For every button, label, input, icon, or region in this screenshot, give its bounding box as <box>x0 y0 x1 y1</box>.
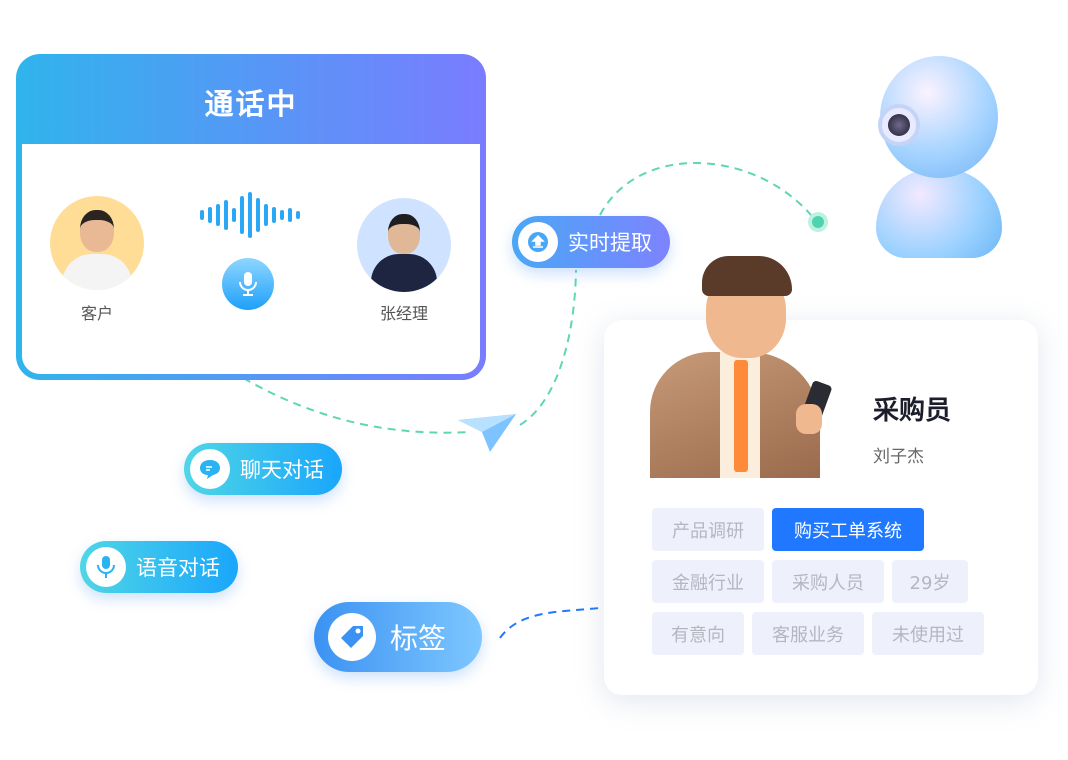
call-status-title: 通话中 <box>204 87 298 121</box>
robot-camera-illustration <box>872 56 1006 262</box>
buyer-character-illustration <box>650 256 850 478</box>
chat-dialogue-pill: 聊天对话 <box>184 443 342 495</box>
tag-chip: 采购人员 <box>772 560 884 603</box>
upload-icon <box>518 222 558 262</box>
microphone-icon <box>239 272 257 296</box>
profile-name: 刘子杰 <box>873 447 924 467</box>
profile-role: 采购员 <box>873 396 952 426</box>
tags-pill: 标签 <box>314 602 483 672</box>
realtime-extract-label: 实时提取 <box>568 231 652 255</box>
paper-plane-icon <box>458 414 516 452</box>
manager-label: 张经理 <box>379 304 428 323</box>
tag-chip: 29岁 <box>892 560 968 603</box>
chat-dialogue-label: 聊天对话 <box>240 458 324 482</box>
voice-dialogue-label: 语音对话 <box>136 556 220 580</box>
tag-chip: 客服业务 <box>752 612 864 655</box>
tag-chip: 金融行业 <box>652 560 764 603</box>
tags-label: 标签 <box>390 622 447 655</box>
tag-chip: 未使用过 <box>872 612 984 655</box>
realtime-extract-pill: 实时提取 <box>512 216 670 268</box>
manager-avatar <box>357 198 451 292</box>
tag-icon <box>328 613 376 661</box>
sound-wave-icon <box>200 192 300 238</box>
tag-chip: 有意向 <box>652 612 744 655</box>
microphone-icon <box>86 547 126 587</box>
chat-bubble-icon <box>190 449 230 489</box>
tag-chip-active: 购买工单系统 <box>772 508 924 551</box>
microphone-button[interactable] <box>222 258 274 310</box>
tag-chip: 产品调研 <box>652 508 764 551</box>
voice-dialogue-pill: 语音对话 <box>80 541 238 593</box>
customer-label: 客户 <box>80 304 113 323</box>
customer-avatar <box>50 196 144 290</box>
